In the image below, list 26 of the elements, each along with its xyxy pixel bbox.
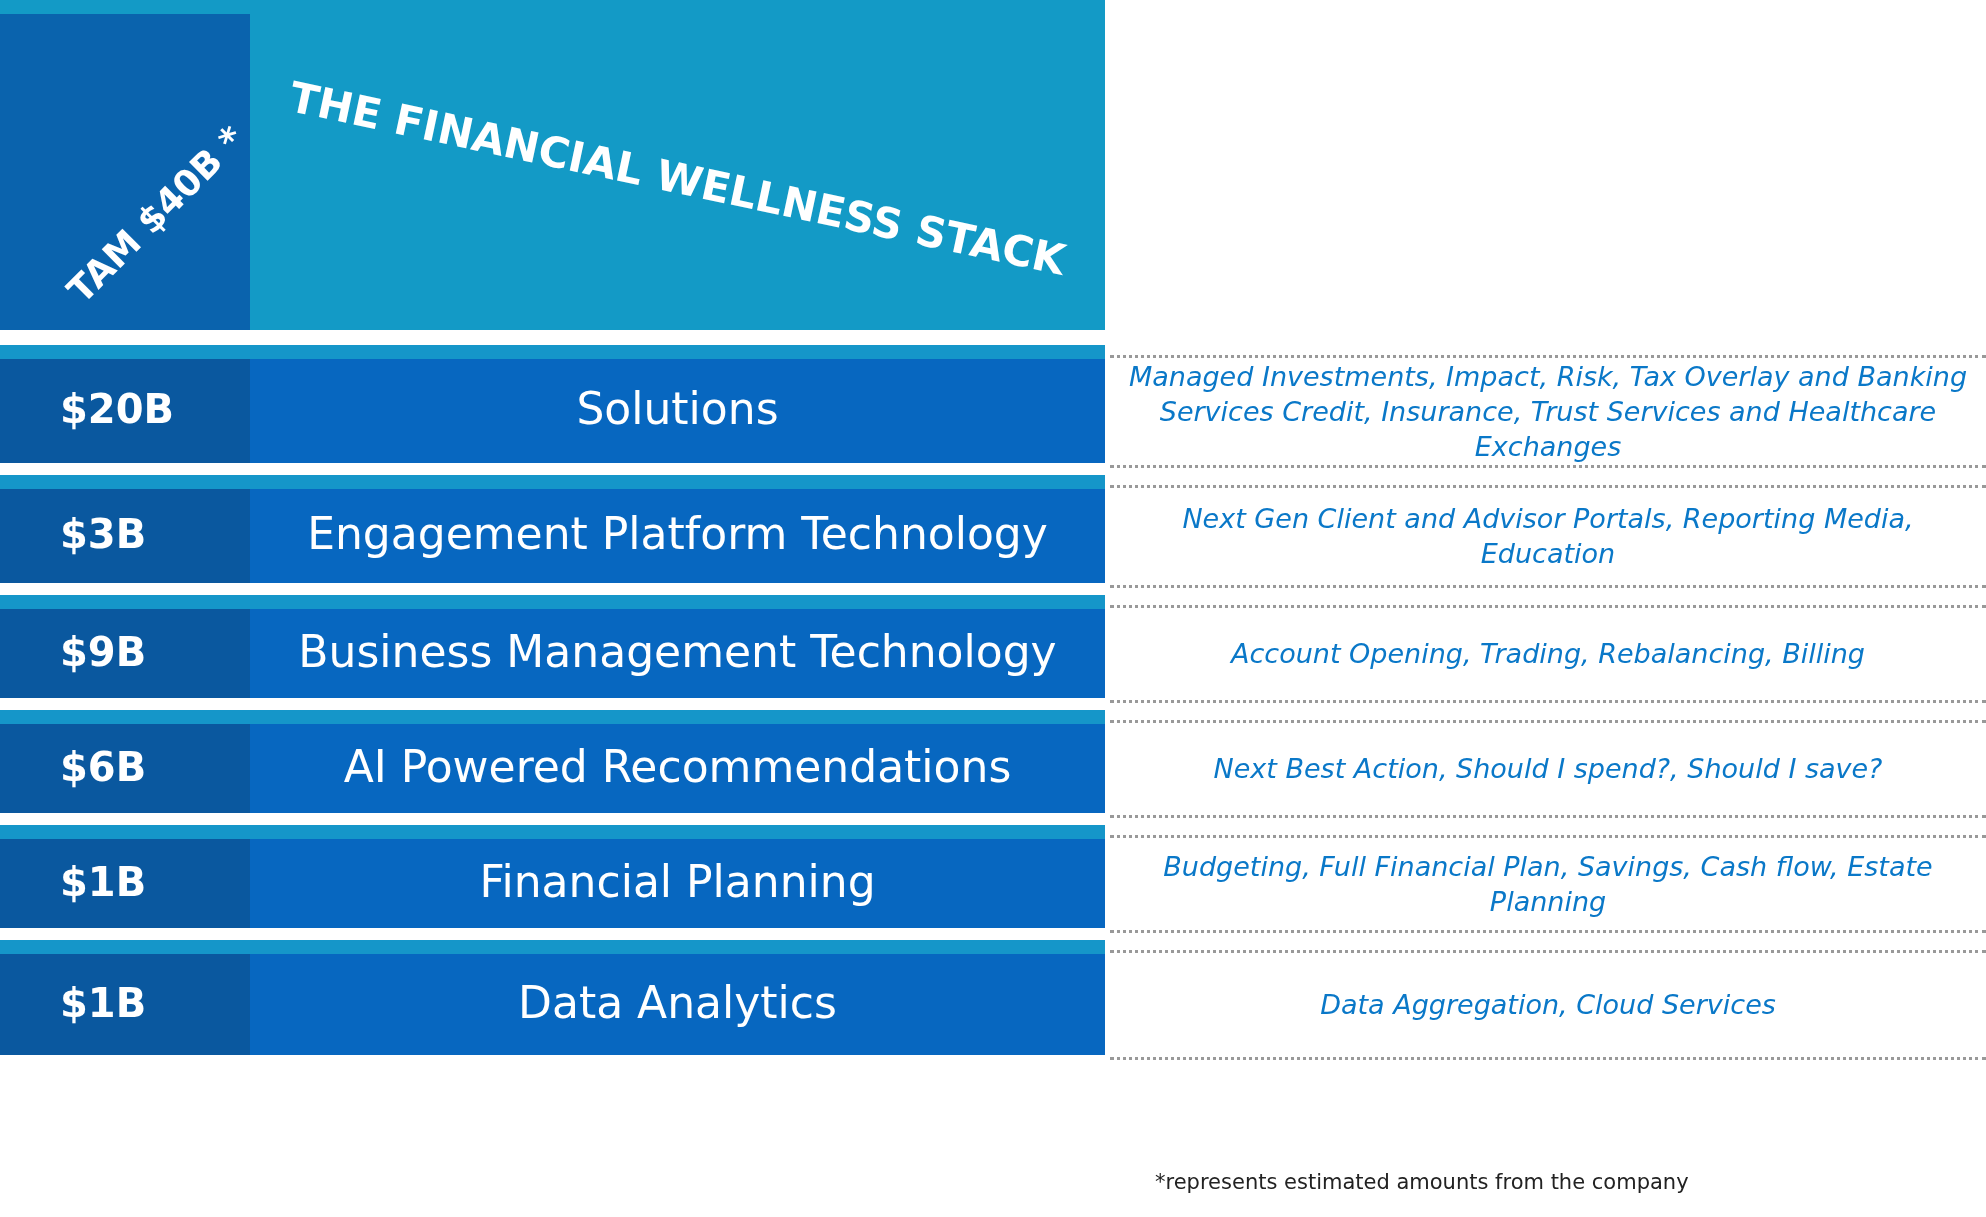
market-size-label: $3B: [60, 511, 147, 557]
footnote: *represents estimated amounts from the company: [1155, 1170, 1689, 1194]
market-size-label: $20B: [60, 386, 174, 432]
stack-layer: [0, 345, 1105, 463]
layer-title: Business Management Technology: [297, 625, 1058, 677]
market-size-label: $1B: [60, 858, 147, 905]
stack-layer: [0, 0, 1105, 330]
description-text: Next Gen Client and Advisor Portals, Reporting Media, Education: [1181, 502, 1915, 571]
layer-title: Financial Planning: [478, 855, 877, 907]
layer-title: Solutions: [575, 383, 780, 434]
stack-layer: [0, 825, 1105, 928]
description-text: Next Best Action, Should I spend?, Should I save?: [1212, 752, 1884, 786]
layer-title: AI Powered Recommendations: [342, 740, 1013, 792]
layer-title: Data Analytics: [517, 976, 838, 1028]
stack-layer: [0, 710, 1105, 813]
description-text: Managed Investments, Impact, Risk, Tax Overlay and Banking Services Credit, Insurance, Trust Services and Healthcare Exchanges: [1127, 359, 1969, 464]
layer-title: Engagement Platform Technology: [306, 508, 1049, 559]
stack-layer: [0, 475, 1105, 583]
stack-layer: [0, 595, 1105, 698]
description-text: Budgeting, Full Financial Plan, Savings, Cash flow, Estate Planning: [1162, 849, 1934, 919]
market-size-label: $9B: [60, 628, 147, 675]
market-size-label: $1B: [60, 979, 147, 1026]
description-text: Data Aggregation, Cloud Services: [1319, 988, 1777, 1022]
description-text: Account Opening, Trading, Rebalancing, Billing: [1229, 637, 1866, 671]
stack-layer: [0, 940, 1105, 1055]
market-size-label: $6B: [60, 743, 147, 790]
